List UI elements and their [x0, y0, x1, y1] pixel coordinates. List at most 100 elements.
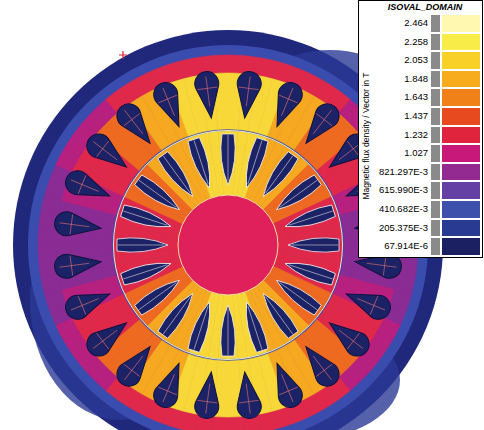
slot-outline	[82, 129, 134, 177]
mesh-line	[70, 214, 73, 234]
legend-value: 1.437	[366, 110, 428, 122]
slot-outline	[288, 238, 339, 252]
rotor-slot	[120, 204, 173, 233]
mesh-line	[93, 142, 117, 160]
rotor-slot	[187, 300, 216, 353]
legend-swatch	[442, 201, 480, 218]
stator-slot	[233, 70, 263, 120]
legend-value: 821.297E-3	[366, 166, 428, 178]
mesh-line	[124, 364, 140, 376]
slot-outline	[221, 134, 235, 185]
legend-swatch	[442, 15, 480, 32]
mesh-line	[228, 135, 229, 181]
slot-outline	[120, 257, 173, 286]
slot-outline	[233, 70, 263, 120]
mesh-line	[163, 297, 190, 334]
mesh-line	[194, 140, 208, 184]
rotor-slot	[288, 238, 339, 252]
slot-outline	[240, 137, 269, 190]
rotor-slot	[283, 204, 336, 233]
legend-frame	[431, 127, 440, 144]
stator-slot	[53, 250, 103, 280]
mesh-line	[123, 211, 167, 225]
legend-frame	[431, 108, 440, 125]
stator-yoke	[211, 55, 228, 74]
stator-slot	[62, 283, 114, 323]
legend-frame	[431, 15, 440, 32]
origin-marker	[119, 51, 127, 59]
mesh-line	[70, 256, 73, 276]
slot-outline	[266, 79, 306, 131]
legend-swatch	[442, 108, 480, 125]
slot-outline	[112, 339, 160, 391]
legend-swatch	[442, 220, 480, 237]
stator-slot	[193, 370, 223, 420]
slot-outline	[322, 313, 374, 361]
stator-yoke	[38, 228, 57, 245]
legend-frame	[431, 201, 440, 218]
rotor-slot	[283, 257, 336, 286]
mesh-line	[124, 114, 140, 126]
stator-slot	[322, 313, 374, 361]
legend-value: 615.990E-3	[366, 184, 428, 196]
legend-frame	[431, 71, 440, 88]
rotor-slot	[187, 137, 216, 190]
axis-label: Magnetic flux density / Vector in T	[361, 26, 371, 246]
mesh-line	[206, 384, 210, 414]
air-gap-line	[114, 131, 343, 360]
slot-outline	[342, 283, 394, 323]
rotor-slot	[120, 257, 173, 286]
legend-value: 1.848	[366, 73, 428, 85]
slot-outline	[187, 137, 216, 190]
legend-frame	[431, 182, 440, 199]
mesh-line	[118, 245, 164, 246]
mesh-line	[248, 306, 262, 350]
stator-slot	[150, 359, 190, 411]
mesh-line	[282, 88, 293, 116]
slot-outline	[296, 99, 344, 151]
stator-slot	[82, 129, 134, 177]
legend-frame	[431, 145, 440, 162]
legend-frame	[431, 164, 440, 181]
stator-slot	[112, 99, 160, 151]
legend-swatch	[442, 182, 480, 199]
rotor-slot	[117, 238, 168, 252]
legend-title: ISOVAL_DOMAIN	[370, 2, 480, 13]
legend-value: 2.258	[366, 36, 428, 48]
slot-outline	[112, 99, 160, 151]
mesh-line	[139, 180, 176, 207]
mesh-line	[313, 110, 331, 134]
mesh-line	[123, 265, 167, 279]
stator-slot	[150, 79, 190, 131]
legend-swatch	[442, 71, 480, 88]
legend-frame	[431, 34, 440, 51]
mesh-line	[347, 333, 359, 349]
slot-outline	[193, 70, 223, 120]
mesh-line	[97, 141, 109, 157]
mesh-line	[292, 245, 338, 246]
stator-yoke	[228, 55, 245, 74]
mesh-line	[289, 265, 333, 279]
legend-swatch	[442, 34, 480, 51]
stator-yoke	[179, 58, 198, 79]
stator-slot	[233, 370, 263, 420]
slot-outline	[193, 370, 223, 420]
mesh-line	[163, 156, 190, 193]
stator-slot	[342, 283, 394, 323]
rotor-slot	[240, 300, 269, 353]
mesh-line	[316, 364, 332, 376]
mesh-line	[279, 387, 297, 395]
slot-outline	[266, 359, 306, 411]
legend-value: 1.232	[366, 129, 428, 141]
rotor-slot	[240, 137, 269, 190]
mesh-line	[125, 356, 143, 380]
mesh-line	[97, 333, 109, 349]
mesh-line	[71, 299, 99, 310]
slot-outline	[62, 167, 114, 207]
stator-yoke	[211, 416, 228, 430]
legend-value: 1.643	[366, 91, 428, 103]
mesh-line	[163, 88, 174, 116]
mesh-line	[163, 374, 174, 402]
mesh-line	[239, 87, 259, 90]
mesh-line	[367, 263, 397, 267]
